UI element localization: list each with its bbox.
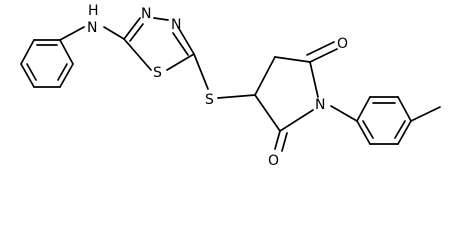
- triazole-n1-label: N: [141, 6, 151, 22]
- carbonyl-o-top-label: O: [337, 36, 348, 52]
- thioether-s-label: S: [205, 92, 214, 108]
- phenyl-to-nh-bond: [59, 26, 85, 41]
- amine-n-label: N: [87, 20, 97, 36]
- carbonyl-top-bond-2: [306, 41, 335, 56]
- chemical-structure-diagram: H N N N S S N O O: [20, 3, 441, 169]
- carbonyl-bottom-bond-2: [281, 132, 288, 152]
- succinimide-ring: [254, 56, 319, 132]
- imide-n-label: N: [315, 97, 325, 113]
- amine-h-label: H: [88, 3, 99, 19]
- tolyl-ring: [356, 96, 412, 145]
- carbonyl-top-bond-1: [309, 48, 338, 63]
- methyl-bond: [410, 106, 441, 122]
- thiadiazole-ring: [123, 17, 195, 71]
- carbonyl-bottom-bond-1: [274, 130, 281, 150]
- s-to-ring-bond: [217, 94, 256, 99]
- triazole-n2-label: N: [171, 17, 181, 33]
- phenyl-ring: [20, 39, 74, 88]
- thiadiazole-to-s-bond: [193, 53, 209, 90]
- n-to-tolyl-bond: [330, 105, 358, 122]
- ring-s-label: S: [153, 65, 162, 81]
- nh-to-thiadiazole-bond: [103, 26, 125, 40]
- carbonyl-o-bottom-label: O: [268, 153, 279, 169]
